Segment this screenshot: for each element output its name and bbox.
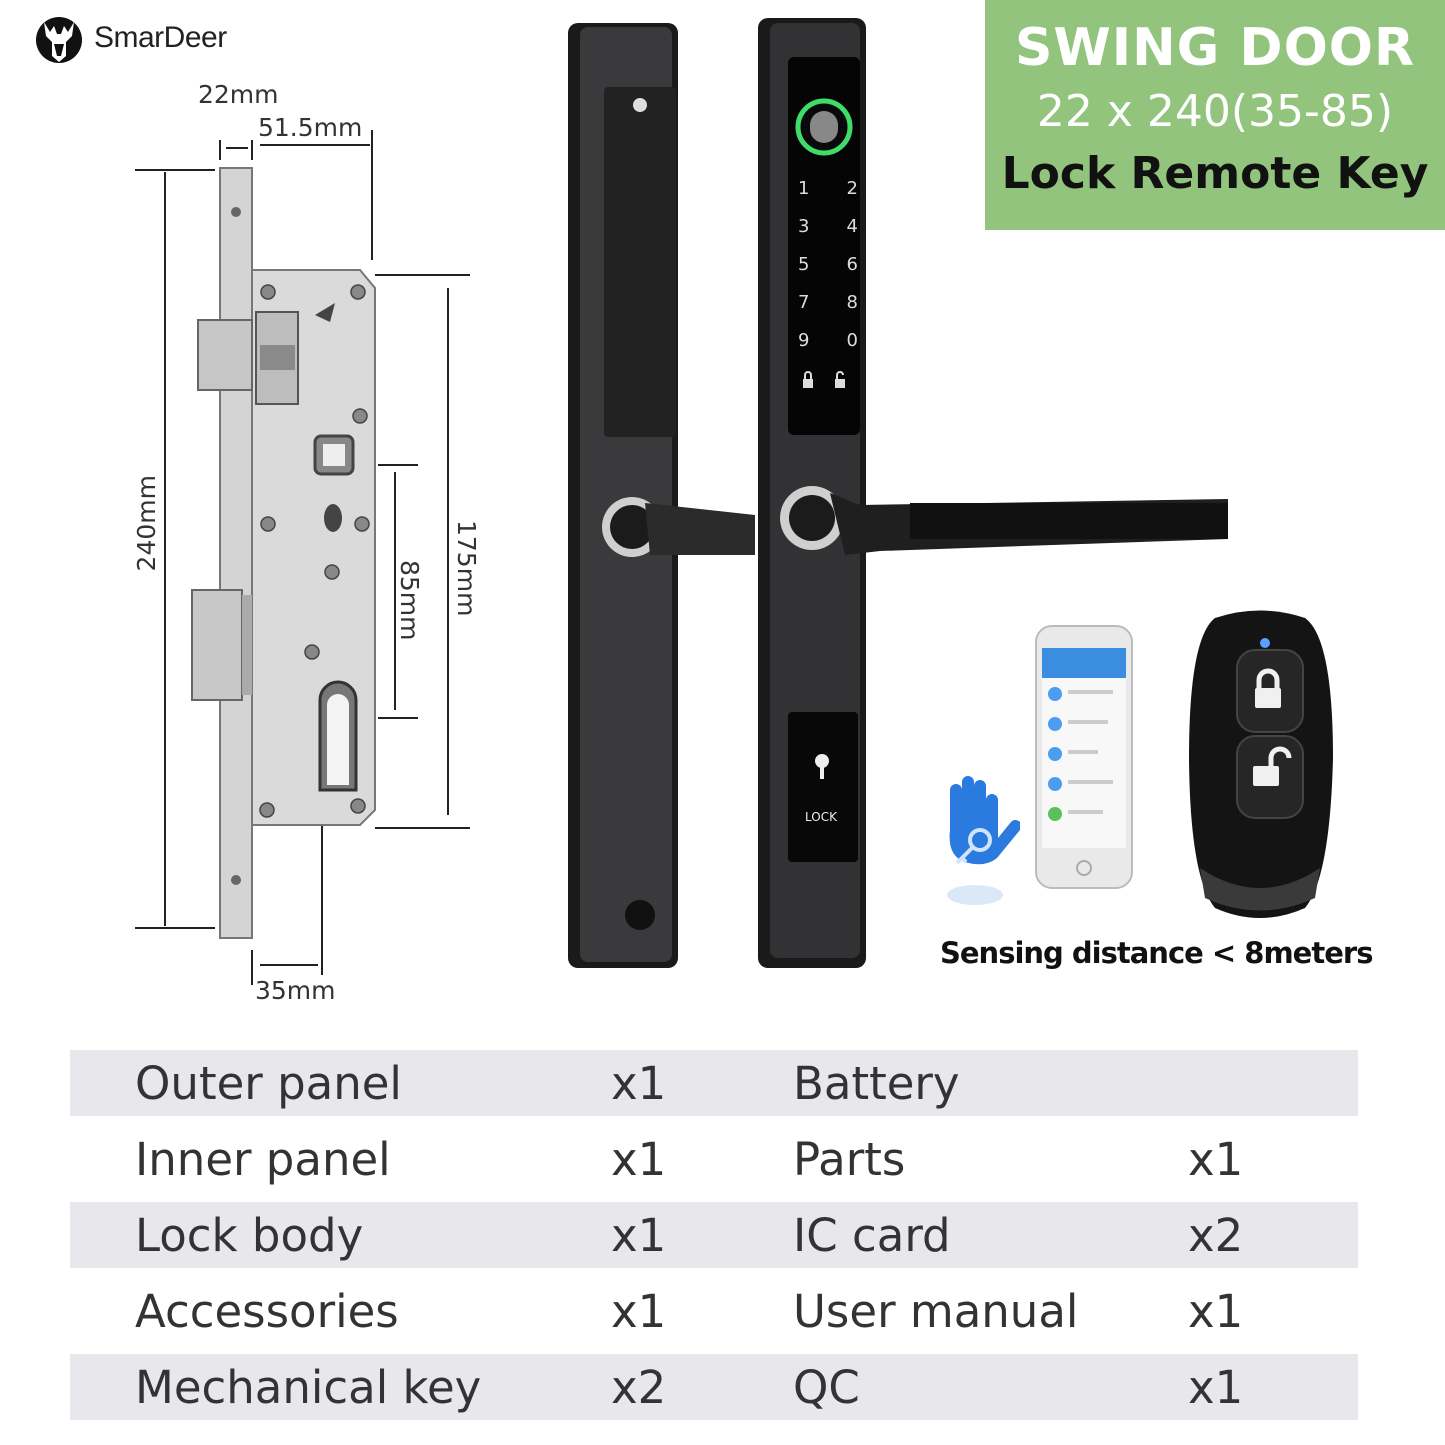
lock-body-drawing	[135, 130, 470, 985]
product-title-box: SWING DOOR 22 x 240(35-85) Lock Remote K…	[985, 0, 1445, 230]
item-name: User manual	[793, 1284, 1079, 1338]
unlock-icon	[1253, 746, 1292, 786]
lock-label: LOCK	[805, 810, 837, 824]
table-row: Lock body x1 IC card x2	[70, 1202, 1358, 1268]
item-name: QC	[793, 1360, 860, 1414]
size-spec: 22 x 240(35-85)	[1036, 86, 1394, 137]
item-qty: x1	[611, 1208, 667, 1262]
dim-51-5mm: 51.5mm	[258, 113, 363, 142]
item-name: Mechanical key	[135, 1360, 482, 1414]
table-row: Inner panel x1 Parts x1	[70, 1126, 1358, 1192]
item-qty: x1	[1188, 1284, 1244, 1338]
item-name: IC card	[793, 1208, 951, 1262]
keypad-key[interactable]: 0	[846, 330, 858, 351]
brand-name: SmarDeer	[94, 21, 227, 54]
item-name: Battery	[793, 1056, 960, 1110]
package-contents-table: Outer panel x1 Battery Inner panel x1 Pa…	[70, 1050, 1358, 1430]
item-qty: x2	[1188, 1208, 1244, 1262]
table-row: Mechanical key x2 QC x1	[70, 1354, 1358, 1420]
keypad-key[interactable]: 1	[798, 178, 810, 199]
keypad-key[interactable]: 6	[846, 254, 858, 275]
hand-key-icon	[947, 776, 1020, 905]
door-type-title: SWING DOOR	[1014, 18, 1416, 78]
deer-head-icon	[36, 17, 82, 63]
keypad-key[interactable]: 8	[846, 292, 858, 313]
item-qty: x1	[1188, 1360, 1244, 1414]
item-qty: x1	[611, 1132, 667, 1186]
keypad-key[interactable]: 4	[846, 216, 858, 237]
item-qty: x1	[611, 1284, 667, 1338]
brand-logo: SmarDeer	[30, 12, 227, 64]
lock-icon	[1255, 668, 1281, 708]
door-lock-panels	[568, 18, 1228, 968]
item-qty: x1	[611, 1056, 667, 1110]
table-row: Outer panel x1 Battery	[70, 1050, 1358, 1116]
dim-175mm: 175mm	[452, 520, 481, 617]
keypad-key[interactable]: 7	[798, 292, 810, 313]
smartphone-app-icon	[1035, 625, 1133, 889]
item-qty: x1	[1188, 1132, 1244, 1186]
keypad-key[interactable]: 2	[846, 178, 858, 199]
item-qty: x2	[611, 1360, 667, 1414]
item-name: Inner panel	[135, 1132, 391, 1186]
keypad-key[interactable]: 3	[798, 216, 810, 237]
keypad: 1 2 3 4 5 6 7 8 9 0	[798, 178, 858, 368]
sensing-distance-text: Sensing distance < 8meters	[940, 936, 1373, 970]
item-name: Accessories	[135, 1284, 399, 1338]
dim-85mm: 85mm	[395, 560, 424, 641]
item-name: Lock body	[135, 1208, 364, 1262]
table-row: Accessories x1 User manual x1	[70, 1278, 1358, 1344]
feature-subtitle: Lock Remote Key	[1001, 148, 1429, 199]
item-name: Outer panel	[135, 1056, 402, 1110]
keypad-key[interactable]: 9	[798, 330, 810, 351]
dim-22mm: 22mm	[198, 80, 279, 109]
dim-35mm: 35mm	[255, 976, 336, 1005]
keypad-key[interactable]: 5	[798, 254, 810, 275]
item-name: Parts	[793, 1132, 906, 1186]
remote-key-fob	[1189, 610, 1333, 918]
dim-240mm: 240mm	[132, 475, 161, 572]
